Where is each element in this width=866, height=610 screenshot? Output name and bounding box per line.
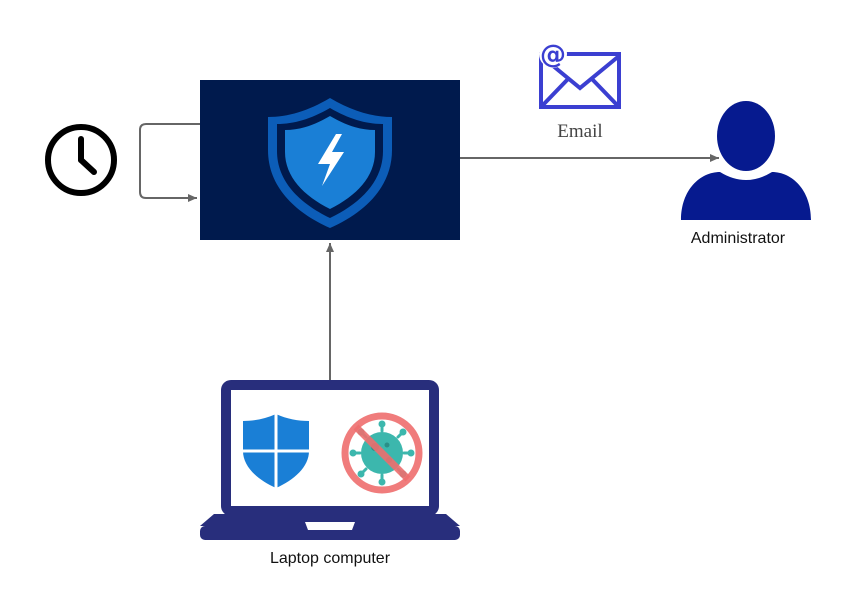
no-virus-icon — [341, 412, 423, 494]
administrator-label: Administrator — [691, 230, 786, 247]
schedule-loop-arrow — [139, 123, 200, 202]
windows-defender-shield-icon — [243, 414, 309, 488]
envelope-at-icon: @ — [539, 40, 621, 109]
shield-lightning-icon — [268, 98, 392, 228]
user-icon — [681, 101, 811, 220]
laptop-label: Laptop computer — [270, 550, 391, 567]
svg-text:@: @ — [540, 40, 566, 70]
clock-icon — [45, 124, 117, 196]
email-label: Email — [557, 121, 602, 142]
defender-box — [200, 80, 460, 240]
